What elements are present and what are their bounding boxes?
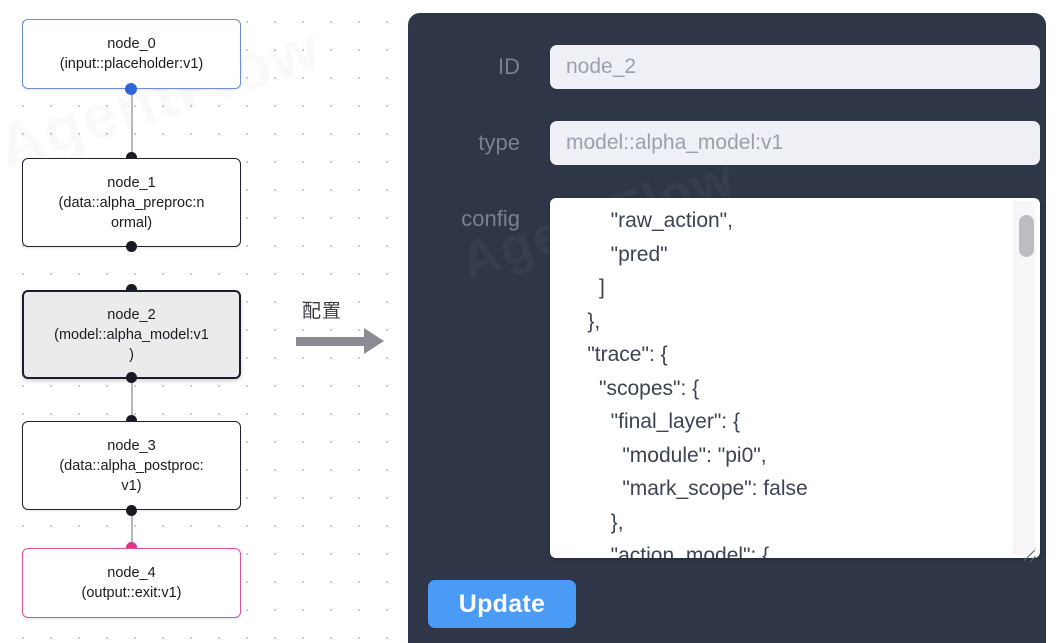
- edge-node2-node3: [131, 376, 133, 421]
- edge-node3-node4: [131, 512, 133, 547]
- arrow-label: 配置: [302, 301, 343, 322]
- port-node_1-out[interactable]: [126, 241, 137, 252]
- id-label: ID: [498, 54, 520, 79]
- node-id-label: node_4: [107, 565, 156, 581]
- node-type-label: (output::exit:v1): [81, 585, 182, 601]
- graph-node-node_3[interactable]: node_3 (data::alpha_postproc: v1): [22, 421, 241, 510]
- graph-node-node_1[interactable]: node_1 (data::alpha_preproc:n ormal): [22, 158, 241, 247]
- node-id-label: node_0: [107, 36, 156, 52]
- edge-node0-node1: [131, 88, 133, 158]
- field-row-config: config "raw_action", "pred" ] }, "trace"…: [418, 198, 1040, 563]
- field-row-type: type: [418, 121, 1040, 165]
- port-node_2-out[interactable]: [126, 372, 137, 383]
- type-input[interactable]: [550, 121, 1040, 165]
- config-scrollbar[interactable]: [1014, 201, 1036, 555]
- node-type-label: (data::alpha_preproc:n: [58, 194, 205, 211]
- type-label: type: [478, 130, 520, 155]
- resize-handle-icon[interactable]: [1020, 543, 1038, 561]
- graph-node-node_0[interactable]: node_0 (input::placeholder:v1): [22, 19, 241, 89]
- node-type-label-cont: ): [129, 346, 134, 363]
- config-textarea-wrapper: "raw_action", "pred" ] }, "trace": { "sc…: [550, 198, 1040, 563]
- panel-canvas: AgentFlow ID type config "raw_action", "…: [400, 0, 1062, 643]
- port-node_3-in[interactable]: [126, 415, 137, 426]
- node-type-label: (data::alpha_postproc:: [59, 457, 204, 474]
- node-type-label: (input::placeholder:v1): [59, 56, 204, 72]
- node-id-label: node_2: [107, 306, 156, 323]
- id-input[interactable]: [550, 45, 1040, 89]
- config-label: config: [461, 206, 520, 231]
- node-type-label: (model::alpha_model:v1: [54, 326, 209, 343]
- graph-canvas[interactable]: AgentFlow node_0 (input::placeholder:v1)…: [0, 0, 400, 643]
- port-node_3-out[interactable]: [126, 505, 137, 516]
- transition-arrow-group: 配置: [296, 296, 396, 366]
- field-row-id: ID: [418, 45, 1040, 89]
- port-node_1-in[interactable]: [126, 152, 137, 163]
- node-type-label-cont: ormal): [110, 214, 153, 231]
- port-node_0-out[interactable]: [125, 83, 137, 95]
- node-type-label-cont: v1): [121, 477, 142, 494]
- config-textarea[interactable]: "raw_action", "pred" ] }, "trace": { "sc…: [550, 198, 1040, 558]
- port-node_4-in[interactable]: [126, 542, 137, 553]
- node-id-label: node_1: [107, 174, 156, 191]
- arrow-shaft: [296, 337, 366, 346]
- graph-node-node_2[interactable]: node_2 (model::alpha_model:v1 ): [22, 290, 241, 379]
- config-scrollbar-thumb[interactable]: [1019, 215, 1034, 257]
- port-node_2-in[interactable]: [126, 284, 137, 295]
- node-id-label: node_3: [107, 437, 156, 454]
- arrow-head-icon: [364, 328, 384, 354]
- update-button[interactable]: Update: [428, 580, 576, 628]
- graph-node-node_4[interactable]: node_4 (output::exit:v1): [22, 548, 241, 618]
- node-config-panel: AgentFlow ID type config "raw_action", "…: [408, 13, 1046, 643]
